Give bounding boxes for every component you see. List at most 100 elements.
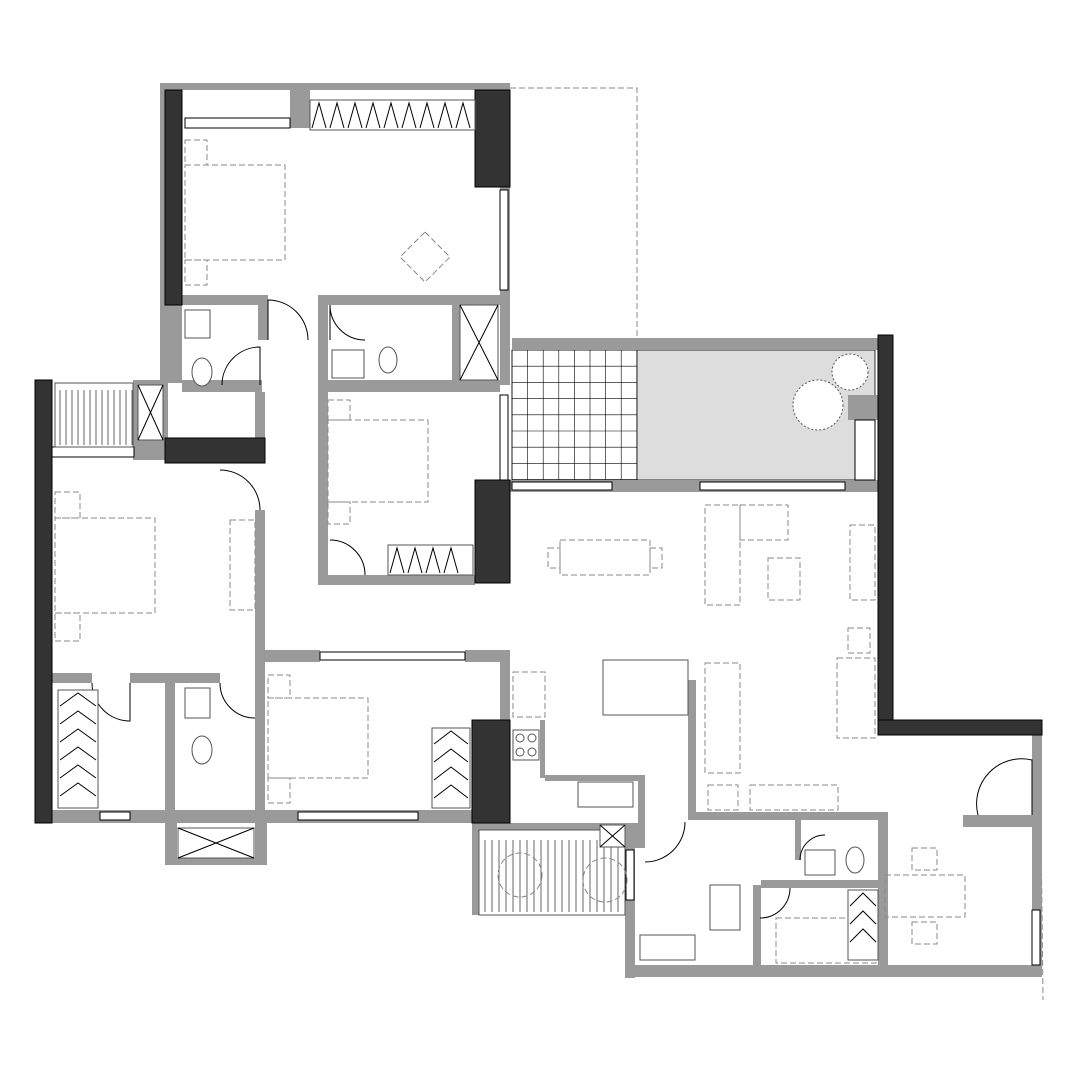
- door-swing: [329, 539, 366, 576]
- hanger-mark: [383, 101, 399, 129]
- wall: [512, 338, 878, 350]
- window: [499, 189, 509, 291]
- furniture-piece: [739, 504, 789, 541]
- windows: [51, 117, 1041, 966]
- burner-icon: [527, 733, 537, 743]
- window: [699, 481, 846, 491]
- wall: [638, 775, 645, 825]
- hanger-mark: [389, 546, 405, 574]
- hanger-mark: [365, 101, 381, 129]
- wardrobe: [387, 544, 474, 576]
- wall: [255, 510, 265, 815]
- kitchen-island: [602, 659, 689, 716]
- hanger-mark: [311, 101, 327, 129]
- wardrobe: [57, 689, 99, 809]
- furniture-piece: [884, 874, 966, 918]
- shower-cross: [459, 304, 499, 381]
- door-swing: [976, 758, 1033, 816]
- outline-dashed: [510, 87, 1044, 1001]
- wardrobe: [309, 99, 476, 131]
- furniture-piece: [911, 847, 938, 871]
- sink-icon: [184, 309, 211, 339]
- outline-line: [1039, 734, 1044, 1001]
- wall: [165, 673, 175, 813]
- structural-column: [474, 89, 511, 188]
- round-table: [582, 857, 628, 903]
- structural-column: [877, 334, 894, 736]
- hanger-mark: [849, 910, 877, 925]
- utility-fixture: [709, 884, 741, 931]
- hanger-mark: [401, 101, 417, 129]
- structural-column: [877, 719, 1043, 736]
- wall: [545, 775, 645, 781]
- furniture-piece: [512, 671, 546, 718]
- window: [625, 849, 635, 901]
- toilet-icon: [378, 346, 398, 374]
- wall: [500, 295, 510, 385]
- hanger-mark: [59, 692, 97, 707]
- structural-columns: [34, 89, 1043, 824]
- toilet-icon: [845, 846, 865, 874]
- wall: [472, 823, 627, 830]
- balcony-left: [54, 382, 134, 448]
- furniture-piece: [707, 784, 739, 811]
- window: [184, 117, 291, 129]
- wall: [795, 820, 801, 860]
- shower-area: [459, 304, 499, 381]
- wall: [540, 720, 545, 778]
- wall: [318, 295, 328, 585]
- hanger-mark: [433, 766, 469, 781]
- bed: [54, 517, 156, 614]
- wardrobe-body: [387, 544, 474, 576]
- nightstand: [327, 399, 351, 421]
- burner-icon: [515, 747, 525, 757]
- hanger-mark: [433, 730, 469, 745]
- wall: [753, 885, 761, 967]
- hanger-mark: [329, 101, 345, 129]
- wall: [688, 680, 696, 818]
- nightstand: [184, 139, 208, 166]
- shower-cross: [137, 384, 164, 441]
- shower-area: [177, 827, 255, 859]
- door-swing: [759, 887, 791, 919]
- burner-icon: [527, 747, 537, 757]
- structural-column: [474, 479, 511, 584]
- bed: [327, 419, 429, 503]
- hanger-mark: [443, 546, 459, 574]
- wall: [290, 83, 310, 128]
- shower-areas: [137, 304, 626, 859]
- wall: [182, 295, 264, 305]
- sink-icon: [331, 349, 365, 379]
- door-swing: [799, 834, 826, 861]
- furniture-piece: [649, 547, 663, 569]
- bathroom-fixtures: [184, 309, 865, 876]
- wall: [318, 575, 475, 585]
- structural-column: [164, 89, 183, 306]
- wall: [963, 815, 1040, 827]
- window: [854, 419, 876, 481]
- sink-icon: [184, 687, 211, 719]
- shower-area: [599, 824, 626, 848]
- stove-icon: [512, 729, 540, 761]
- window: [319, 651, 466, 661]
- structural-column: [164, 437, 266, 464]
- furniture-piece: [559, 539, 651, 576]
- furniture-piece: [704, 662, 741, 774]
- furniture-piece: [849, 524, 876, 601]
- furniture-piece: [767, 557, 801, 601]
- nightstand: [267, 674, 291, 699]
- hanger-mark: [849, 928, 877, 943]
- structural-column: [471, 719, 511, 824]
- wall: [878, 812, 888, 977]
- nightstand: [54, 612, 81, 642]
- balcony-tiled: [511, 349, 638, 481]
- door-swing: [329, 304, 366, 341]
- wardrobes: [57, 99, 879, 961]
- furniture-piece: [847, 627, 871, 654]
- hanger-mark: [433, 748, 469, 763]
- wardrobe-body: [431, 727, 471, 809]
- window: [1031, 909, 1041, 966]
- hanger-mark: [59, 746, 97, 761]
- doors: [91, 299, 1033, 919]
